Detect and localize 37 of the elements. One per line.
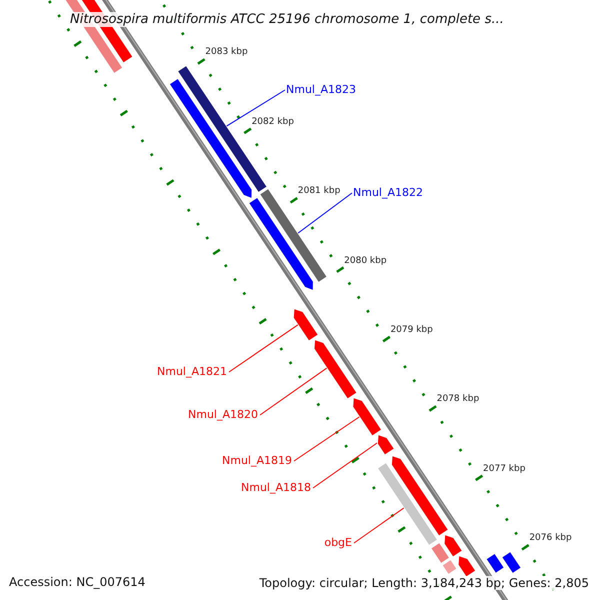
gene-feature [502, 551, 522, 574]
gene-label: Nmul_A1818 [241, 482, 311, 493]
gene-feature [248, 197, 314, 291]
leader-line [260, 367, 328, 416]
tick-label: 2077 kbp [483, 464, 526, 474]
leader-line [228, 324, 299, 372]
gene-label: Nmul_A1821 [157, 366, 227, 377]
gene-label: Nmul_A1822 [353, 187, 423, 198]
gene-feature [486, 553, 504, 574]
gene-label: Nmul_A1820 [188, 409, 258, 420]
tick-label: 2078 kbp [436, 395, 480, 404]
leader-line [354, 507, 405, 544]
gene-feature [391, 455, 449, 536]
leader-line [226, 90, 286, 127]
tick-label: 2076 kbp [529, 534, 572, 544]
tick-label: 2079 kbp [390, 326, 433, 336]
gene-label: Nmul_A1819 [222, 455, 292, 466]
leader-line [294, 416, 360, 462]
tick-label: 2080 kbp [344, 256, 387, 266]
gene-feature [169, 78, 252, 199]
gene-feature [377, 462, 438, 546]
leader-line [312, 442, 378, 488]
tick-label: 2082 kbp [252, 118, 294, 127]
gene-feature [352, 397, 382, 436]
leader-line [297, 192, 352, 234]
gene-feature [430, 542, 450, 564]
gene-label: obgE [324, 537, 352, 548]
gene-label: Nmul_A1823 [286, 84, 356, 95]
gene-feature [293, 308, 318, 342]
gene-feature [377, 434, 395, 456]
gene-feature [458, 555, 476, 578]
tick-label: 2081 kbp [298, 187, 340, 196]
gene-feature [314, 339, 358, 400]
tick-label: 2083 kbp [205, 48, 248, 58]
gene-feature [444, 534, 463, 558]
accession-text: Accession: NC_007614 [9, 576, 146, 588]
summary-text: Topology: circular; Length: 3,184,243 bp; Genes: 2,805 [257, 576, 591, 590]
